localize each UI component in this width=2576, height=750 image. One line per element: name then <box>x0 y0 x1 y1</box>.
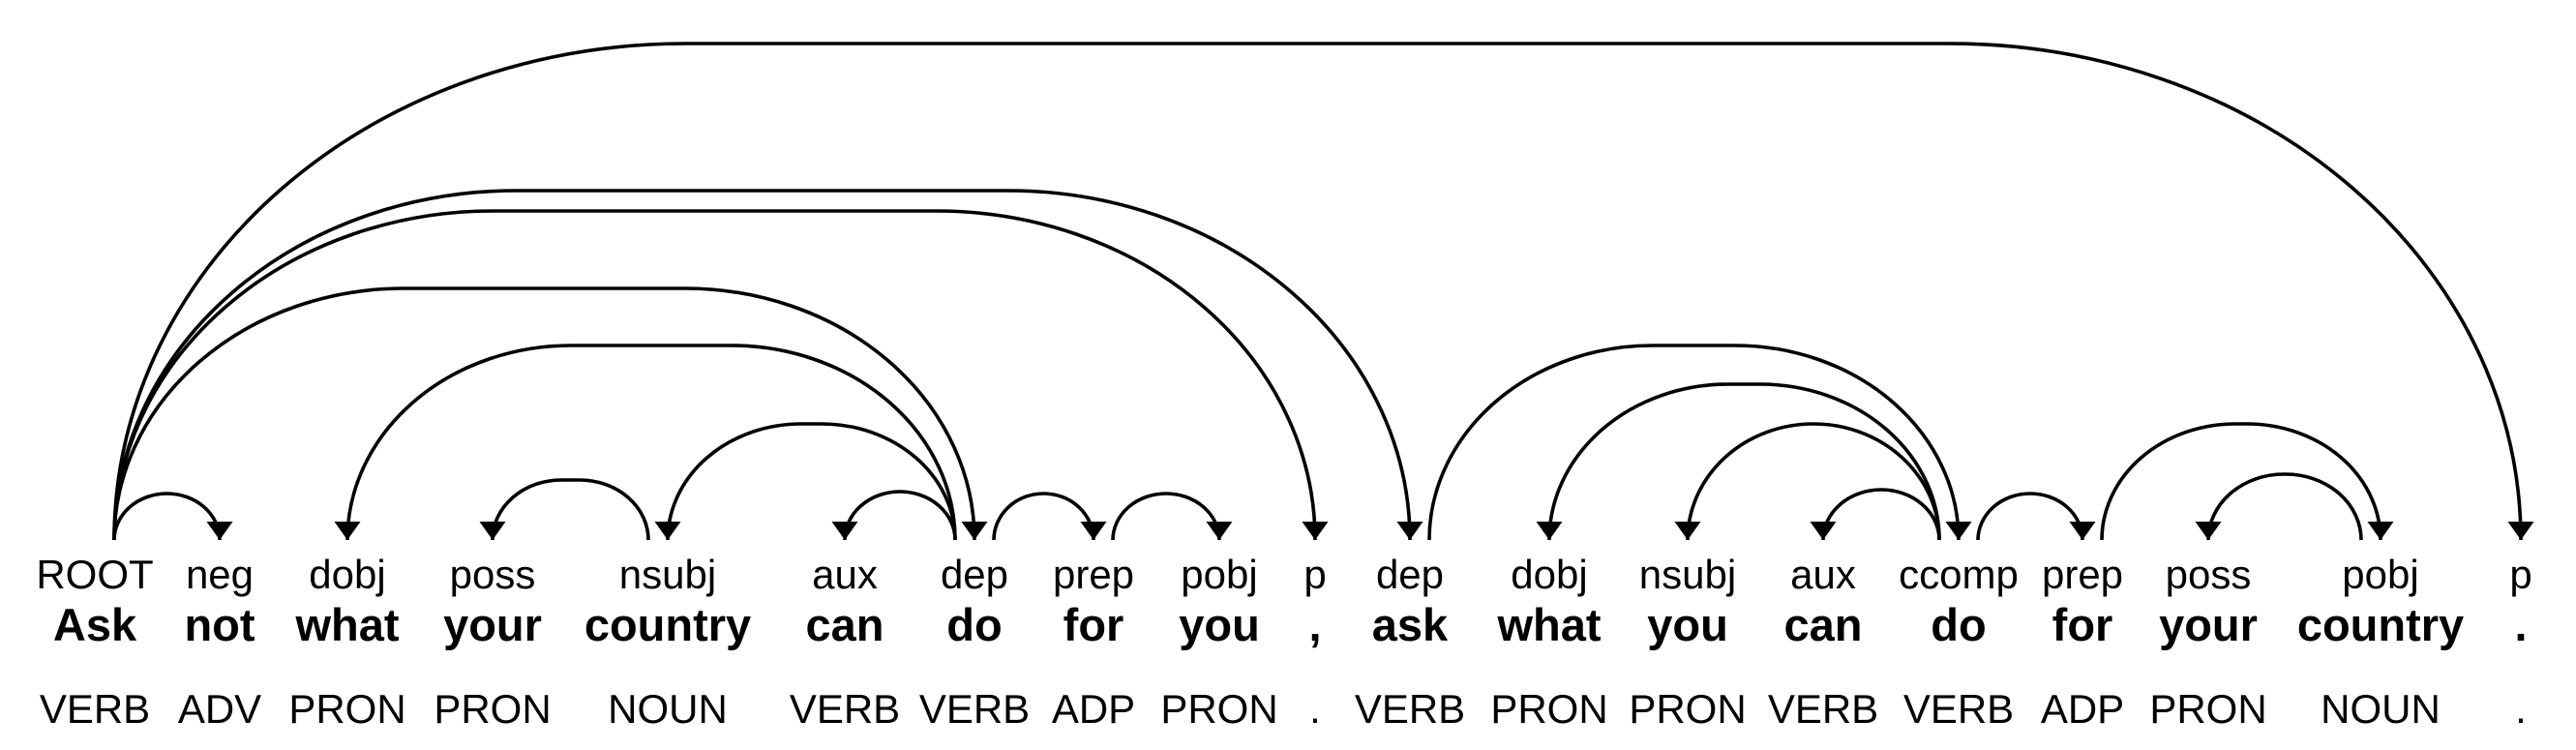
token-dep-label: nsubj <box>619 552 716 597</box>
arrowhead-icon <box>1080 522 1107 540</box>
token-pos-label: PRON <box>288 686 405 732</box>
token-dep-label: neg <box>186 552 254 597</box>
token-word: your <box>2159 599 2258 650</box>
token-word: you <box>1179 599 1260 650</box>
arrowhead-icon <box>2507 522 2534 540</box>
arc-pobj <box>1111 492 1221 541</box>
token-dep-label: prep <box>2042 552 2123 597</box>
arrowhead-icon <box>1674 522 1701 540</box>
token-dep-label: ROOT <box>36 552 153 597</box>
token-dep-label: dep <box>1376 552 1444 597</box>
arc-dobj <box>345 344 957 541</box>
token-word: can <box>806 599 884 650</box>
arrowhead-icon <box>479 522 506 540</box>
arc-dep <box>112 189 1412 541</box>
token-word: your <box>443 599 542 650</box>
token-pos-label: VERB <box>919 686 1030 732</box>
token-word: country <box>2297 599 2464 650</box>
arrowhead-icon <box>2367 522 2394 540</box>
token-pos-label: NOUN <box>2321 686 2441 732</box>
token-dep-label: nsubj <box>1639 552 1736 597</box>
token-dep-label: prep <box>1053 552 1134 597</box>
arc-nsubj <box>666 422 957 541</box>
arc-neg <box>112 492 222 541</box>
pos-tag-row: VERB ADV PRON PRON NOUN VERB VERB ADP PRON. VERB P… <box>40 686 2527 732</box>
token-pos-label: PRON <box>2149 686 2266 732</box>
token-pos-label: VERB <box>1768 686 1878 732</box>
dependency-arrowheads <box>206 522 2534 540</box>
token-dep-label: p <box>2509 552 2531 597</box>
arrowhead-icon <box>206 522 233 540</box>
token-dep-label: aux <box>812 552 878 597</box>
token-pos-label: NOUN <box>608 686 728 732</box>
arc-poss <box>491 478 650 541</box>
arc-p <box>112 209 1317 541</box>
arrowhead-icon <box>1396 522 1423 540</box>
token-pos-label: PRON <box>434 686 551 732</box>
token-word: for <box>1063 599 1124 650</box>
token-pos-label: ADP <box>2041 686 2124 732</box>
token-word: country <box>584 599 751 650</box>
token-pos-label: . <box>2515 686 2527 732</box>
token-word: do <box>946 599 1002 650</box>
token-dep-label: poss <box>450 552 536 597</box>
token-word: for <box>2052 599 2113 650</box>
arc-prep <box>1976 492 2084 541</box>
token-word: ask <box>1372 599 1449 650</box>
token-pos-label: VERB <box>40 686 150 732</box>
arc-p <box>112 42 2523 541</box>
arc-dep <box>112 286 976 541</box>
arrowhead-icon <box>831 522 858 540</box>
token-pos-label: VERB <box>1903 686 2014 732</box>
arrowhead-icon <box>1302 522 1329 540</box>
arrowhead-icon <box>1810 522 1837 540</box>
token-pos-label: PRON <box>1160 686 1277 732</box>
token-pos-label: PRON <box>1629 686 1746 732</box>
token-word: what <box>1496 599 1601 650</box>
token-word: . <box>2514 599 2527 650</box>
token-dep-label: aux <box>1790 552 1856 597</box>
token-pos-label: ADV <box>178 686 261 732</box>
token-pos-label: VERB <box>790 686 900 732</box>
arc-aux <box>1821 488 1941 541</box>
arrowhead-icon <box>2195 522 2222 540</box>
token-word: do <box>1931 599 1986 650</box>
arrowhead-icon <box>1945 522 1972 540</box>
token-dep-label: ccomp <box>1899 552 2019 597</box>
token-word: what <box>294 599 399 650</box>
arc-ccomp <box>1427 344 1961 541</box>
dependency-arcs <box>112 42 2523 541</box>
arrowhead-icon <box>654 522 681 540</box>
token-pos-label: ADP <box>1052 686 1135 732</box>
arc-poss <box>2206 472 2363 541</box>
token-word: you <box>1647 599 1728 650</box>
arc-aux <box>843 490 957 541</box>
token-word: can <box>1784 599 1863 650</box>
arc-prep <box>992 492 1095 541</box>
arc-pobj <box>2100 422 2382 541</box>
token-dep-label: p <box>1303 552 1326 597</box>
arc-nsubj <box>1686 422 1941 541</box>
token-dep-label: dep <box>941 552 1008 597</box>
token-pos-label: VERB <box>1355 686 1465 732</box>
arrowhead-icon <box>1536 522 1563 540</box>
token-word: Ask <box>53 599 137 650</box>
token-dep-label: dobj <box>1511 552 1587 597</box>
token-dep-label: pobj <box>1181 552 1257 597</box>
arrowhead-icon <box>1206 522 1233 540</box>
token-word: , <box>1308 599 1321 650</box>
token-dep-label: pobj <box>2342 552 2418 597</box>
token-pos-label: PRON <box>1490 686 1607 732</box>
token-pos-label: . <box>1309 686 1321 732</box>
token-dep-label: dobj <box>309 552 385 597</box>
arc-dobj <box>1547 382 1941 541</box>
arrowhead-icon <box>2069 522 2096 540</box>
token-dep-label: poss <box>2166 552 2252 597</box>
arrowhead-icon <box>961 522 988 540</box>
token-word: not <box>184 599 255 650</box>
arrowhead-icon <box>334 522 361 540</box>
